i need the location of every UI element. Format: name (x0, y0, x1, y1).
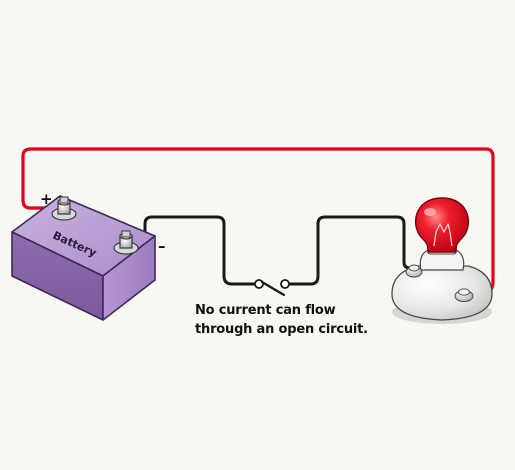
positive-sign: + (40, 190, 53, 208)
positive-terminal (51, 196, 77, 221)
caption: No current can flow through an open circ… (195, 301, 395, 339)
negative-sign: – (158, 237, 166, 255)
positive-wire (21, 147, 495, 294)
caption-line-1: No current can flow (195, 303, 336, 318)
bulb-terminal-left (405, 264, 423, 278)
battery-icon: Battery (11, 195, 156, 321)
open-switch-icon (254, 279, 290, 297)
light-bulb-icon (391, 197, 493, 324)
negative-terminal (113, 230, 139, 255)
bulb-terminal-right (454, 288, 474, 302)
caption-line-2: through an open circuit. (195, 322, 368, 337)
negative-wire-return (288, 215, 414, 286)
